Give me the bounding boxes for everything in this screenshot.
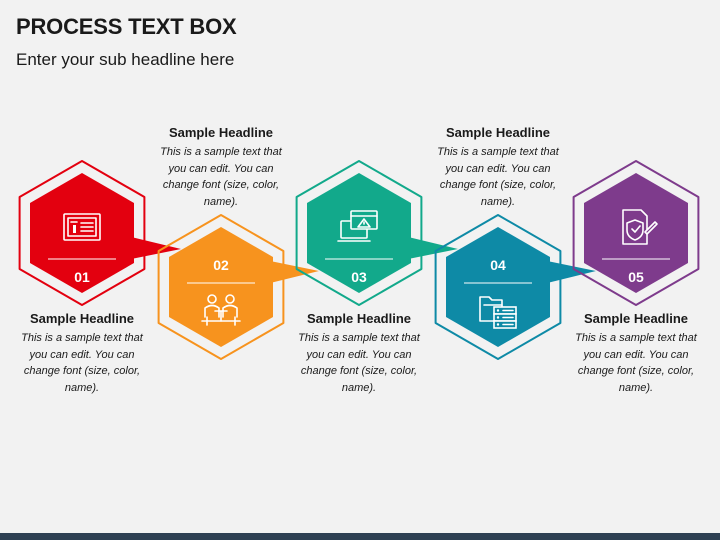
step-hexagon	[307, 173, 411, 293]
step-pointer-tail	[547, 261, 596, 283]
meeting-people-icon	[201, 294, 241, 326]
page-title: PROCESS TEXT BOX	[16, 14, 237, 39]
step-hexagon-outline	[295, 160, 423, 306]
step-body: This is a sample text that you can edit.…	[575, 332, 697, 394]
step-headline: Sample Headline	[168, 125, 274, 140]
step-hexagon-outline	[157, 214, 285, 360]
process-step-05: 05	[572, 160, 700, 306]
computer-warning-icon	[337, 210, 378, 242]
step-number: 04	[490, 257, 506, 273]
step-headline: Sample Headline	[306, 311, 412, 326]
step-headline: Sample Headline	[583, 311, 689, 326]
step-body: This is a sample text that you can edit.…	[21, 332, 143, 394]
step-body: This is a sample text that you can edit.…	[160, 146, 282, 208]
page-subtitle: Enter your sub headline here	[16, 50, 235, 69]
presentation-board-icon	[63, 213, 101, 241]
step-hexagon	[30, 173, 134, 293]
document-shield-icon	[622, 209, 658, 245]
step-hexagon	[584, 173, 688, 293]
process-step-03: 03	[295, 160, 458, 306]
step-hexagon	[169, 227, 273, 347]
step-hexagon-outline	[18, 160, 146, 306]
bottom-bar	[0, 533, 720, 540]
step-pointer-tail	[408, 237, 458, 259]
process-step-02: 02	[157, 214, 319, 360]
step-hexagon-outline	[434, 214, 562, 360]
step-headline: Sample Headline	[29, 311, 135, 326]
step-hexagon	[446, 227, 550, 347]
process-step-04: 04	[434, 214, 596, 360]
step-body: This is a sample text that you can edit.…	[437, 146, 559, 208]
step-body: This is a sample text that you can edit.…	[298, 332, 420, 394]
step-hexagon-outline	[572, 160, 700, 306]
step-headline: Sample Headline	[445, 125, 551, 140]
step-pointer-tail	[270, 261, 319, 283]
step-pointer-tail	[131, 237, 181, 259]
step-number: 02	[213, 257, 229, 273]
files-server-icon	[479, 296, 517, 329]
process-step-01: 01	[18, 160, 181, 306]
step-number: 05	[628, 269, 644, 285]
step-number: 03	[351, 269, 367, 285]
step-number: 01	[74, 269, 90, 285]
